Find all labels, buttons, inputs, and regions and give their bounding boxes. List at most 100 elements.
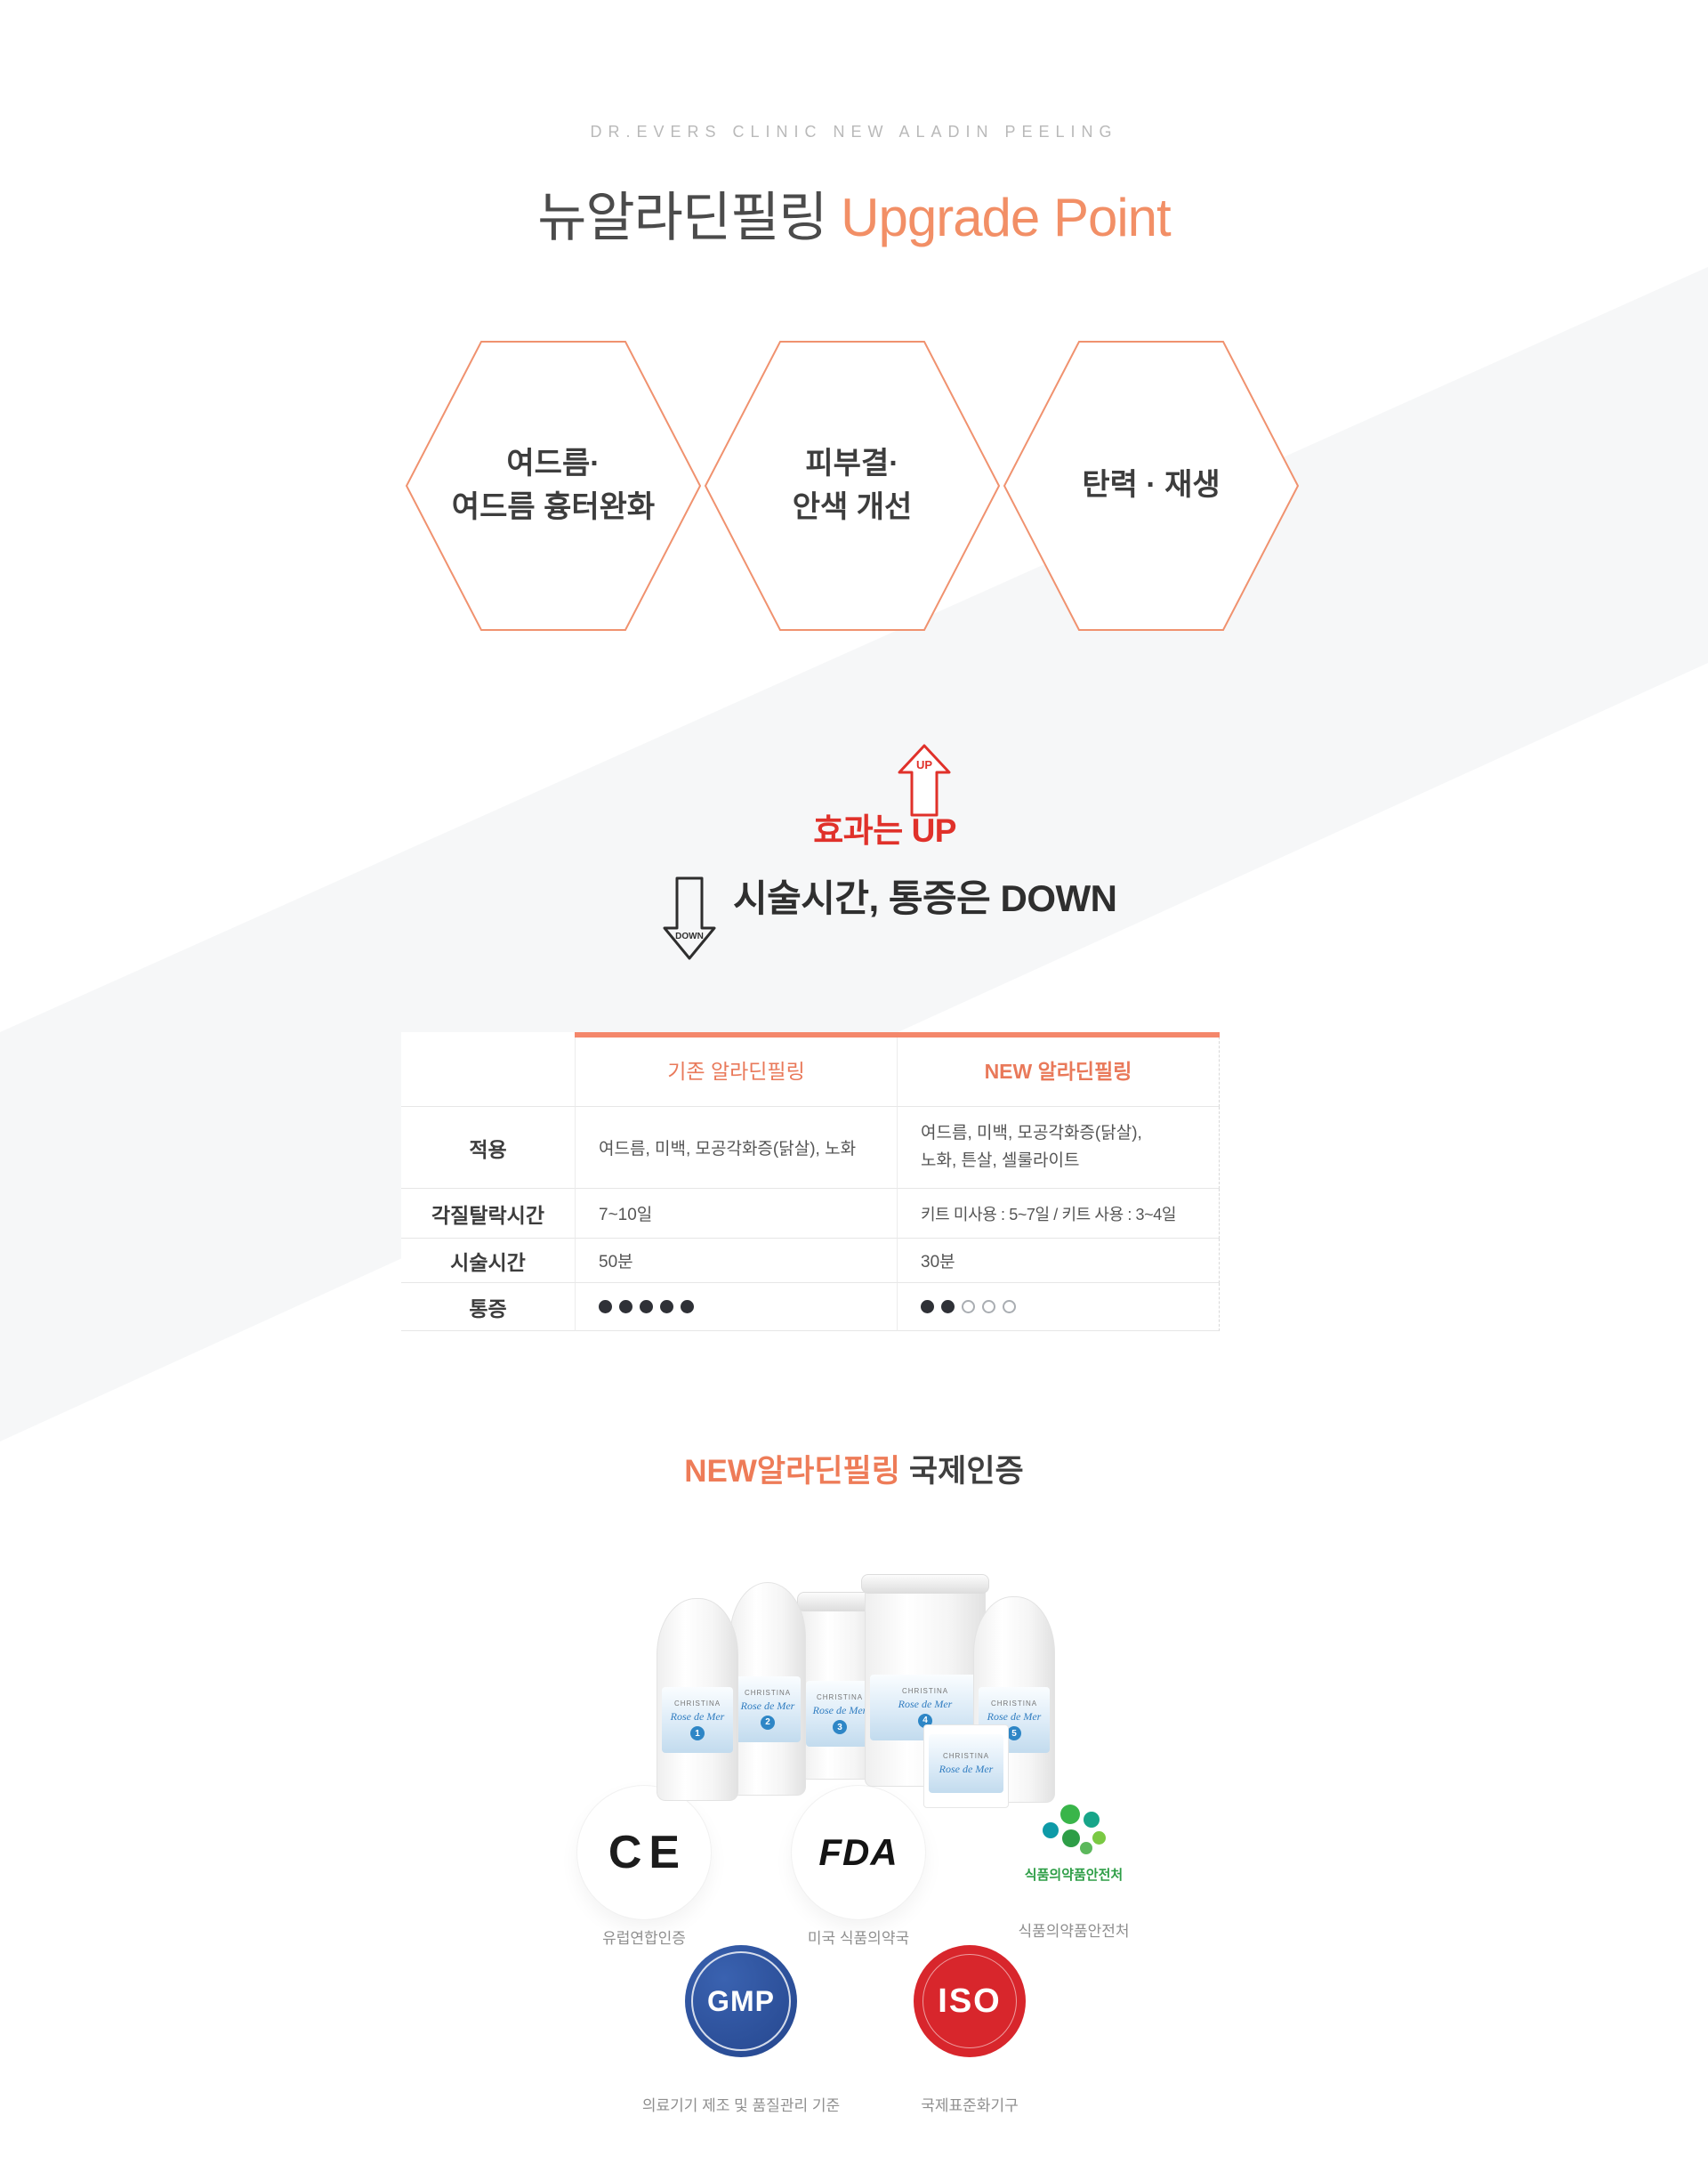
page-title-accent: Upgrade Point — [841, 188, 1172, 247]
product-bottle-2: CHRISTINA Rose de Mer 2 — [729, 1582, 806, 1796]
hexagon-outline-icon — [405, 341, 702, 631]
product-line-name: Rose de Mer — [939, 1762, 994, 1775]
down-arrow-icon: DOWN — [663, 876, 716, 960]
cell-old-procedure-time: 50분 — [575, 1239, 897, 1283]
benefit-hexagon-acne: 여드름· 여드름 흉터완화 — [404, 336, 703, 635]
hexagon-label-line1: 탄력 · 재생 — [1082, 468, 1221, 503]
mfds-badge: 식품의약품안전처 — [1007, 1776, 1140, 1910]
hexagon-outline-icon — [1003, 341, 1300, 631]
mfds-dot — [1060, 1804, 1080, 1824]
pain-dot — [619, 1300, 632, 1313]
pain-dot — [640, 1300, 653, 1313]
column-header-old: 기존 알라딘필링 — [575, 1032, 897, 1107]
pain-dot — [962, 1300, 975, 1313]
pain-dot — [660, 1300, 673, 1313]
hexagon-label: 탄력 · 재생 — [1002, 336, 1301, 635]
product-line-name: Rose de Mer — [670, 1710, 725, 1724]
product-line-name: Rose de Mer — [987, 1710, 1042, 1724]
product-line-name: Rose de Mer — [740, 1699, 795, 1712]
column-header-new: NEW 알라딘필링 — [897, 1032, 1220, 1107]
pain-dot — [599, 1300, 612, 1313]
gmp-badge-label: 의료기기 제조 및 품질관리 기준 — [641, 2097, 841, 2114]
benefit-hexagon-elasticity: 탄력 · 재생 — [1002, 336, 1301, 635]
fda-logo: FDA — [818, 1831, 898, 1873]
ce-badge: CE — [577, 1786, 711, 1919]
eyebrow-text: DR.EVERS CLINIC NEW ALADIN PEELING — [590, 123, 1118, 141]
mfds-dot — [1080, 1841, 1092, 1854]
row-label-application: 적용 — [401, 1107, 575, 1189]
gmp-logo: GMP — [707, 1984, 775, 2017]
hexagon-outline-icon — [704, 341, 1001, 631]
page-title: 뉴알라딘필링 Upgrade Point — [0, 174, 1708, 252]
pain-dots-new — [921, 1300, 1016, 1313]
product-brand: CHRISTINA — [901, 1686, 949, 1695]
product-box: CHRISTINA Rose de Mer — [923, 1724, 1009, 1808]
cell-old-pain — [575, 1283, 897, 1331]
hexagon-label-line2: 안색 개선 — [792, 490, 913, 524]
mfds-dot — [1062, 1829, 1080, 1847]
product-label: CHRISTINA Rose de Mer 1 — [662, 1687, 733, 1754]
product-bottle-1: CHRISTINA Rose de Mer 1 — [657, 1598, 738, 1801]
product-label: CHRISTINA Rose de Mer 2 — [735, 1675, 801, 1742]
up-arrow-label: UP — [916, 758, 932, 771]
fda-badge-label: 미국 식품의약국 — [807, 1930, 910, 1947]
pain-dots-old — [599, 1300, 694, 1313]
cell-new-application-line1: 여드름, 미백, 모공각화증(닭살), — [921, 1124, 1142, 1143]
cell-old-application: 여드름, 미백, 모공각화증(닭살), 노화 — [575, 1107, 897, 1189]
pain-dot — [982, 1300, 995, 1313]
row-label-exfoliation-time: 각질탈락시간 — [401, 1189, 575, 1239]
pain-dot — [1003, 1300, 1016, 1313]
pain-dot — [921, 1300, 934, 1313]
benefit-hexagon-texture: 피부결· 안색 개선 — [703, 336, 1002, 635]
product-brand: CHRISTINA — [942, 1751, 990, 1760]
pain-dot — [681, 1300, 694, 1313]
product-number-badge: 3 — [833, 1720, 847, 1735]
hexagon-label-line1: 피부결· — [805, 446, 899, 480]
product-brand: CHRISTINA — [816, 1693, 864, 1702]
product-photo: CHRISTINA Rose de Mer 1 CHRISTINA Rose d… — [657, 1564, 1059, 1812]
cell-new-procedure-time: 30분 — [897, 1239, 1220, 1283]
product-number-badge: 4 — [918, 1713, 932, 1728]
effect-up-text: 효과는 UP — [813, 812, 956, 849]
hexagon-label-line1: 여드름· — [506, 446, 600, 480]
iso-badge-label: 국제표준화기구 — [921, 2097, 1019, 2114]
gmp-ring — [691, 1951, 791, 2051]
product-label: CHRISTINA Rose de Mer — [929, 1734, 1003, 1793]
gmp-badge: GMP — [685, 1945, 797, 2057]
product-line-name: Rose de Mer — [898, 1697, 953, 1710]
iso-badge: ISO — [914, 1945, 1026, 2057]
product-number-badge: 1 — [690, 1726, 705, 1741]
product-brand: CHRISTINA — [990, 1700, 1038, 1708]
product-number-badge: 5 — [1007, 1726, 1021, 1741]
hexagon-label: 여드름· 여드름 흉터완화 — [404, 336, 703, 635]
cell-new-application-line2: 노화, 튼살, 셀룰라이트 — [921, 1151, 1080, 1170]
down-arrow-label: DOWN — [675, 932, 704, 941]
product-brand: CHRISTINA — [744, 1688, 792, 1697]
cert-title-accent: NEW알라딘필링 — [684, 1454, 900, 1489]
cell-old-exfoliation-time: 7~10일 — [575, 1189, 897, 1239]
row-label-procedure-time: 시술시간 — [401, 1239, 575, 1283]
iso-logo: ISO — [938, 1982, 1002, 2020]
product-line-name: Rose de Mer — [812, 1704, 867, 1717]
mfds-logo-text: 식품의약품안전처 — [1024, 1867, 1124, 1883]
up-arrow-icon: UP — [898, 744, 951, 817]
cell-new-exfoliation-time: 키트 미사용 : 5~7일 / 키트 사용 : 3~4일 — [897, 1189, 1220, 1239]
jar-lid — [861, 1574, 989, 1594]
table-grid: 기존 알라딘필링 NEW 알라딘필링 적용 여드름, 미백, 모공각화증(닭살)… — [401, 1032, 1220, 1331]
cell-new-pain — [897, 1283, 1220, 1331]
ce-badge-label: 유럽연합인증 — [602, 1930, 686, 1947]
cell-new-application: 여드름, 미백, 모공각화증(닭살), 노화, 튼살, 셀룰라이트 — [897, 1107, 1220, 1189]
page-title-main: 뉴알라딘필링 — [537, 188, 827, 247]
mfds-badge-label: 식품의약품안전처 — [1018, 1923, 1130, 1940]
fda-badge: FDA — [792, 1786, 925, 1919]
effect-down-text: 시술시간, 통증은 DOWN — [733, 877, 1117, 919]
hexagon-label-line2: 여드름 흉터완화 — [451, 490, 656, 524]
product-brand: CHRISTINA — [673, 1700, 721, 1708]
comparison-table: 기존 알라딘필링 NEW 알라딘필링 적용 여드름, 미백, 모공각화증(닭살)… — [401, 1032, 1220, 1331]
table-corner-empty — [401, 1032, 575, 1107]
pain-dot — [941, 1300, 955, 1313]
hexagon-label: 피부결· 안색 개선 — [703, 336, 1002, 635]
mfds-dot — [1092, 1830, 1106, 1845]
